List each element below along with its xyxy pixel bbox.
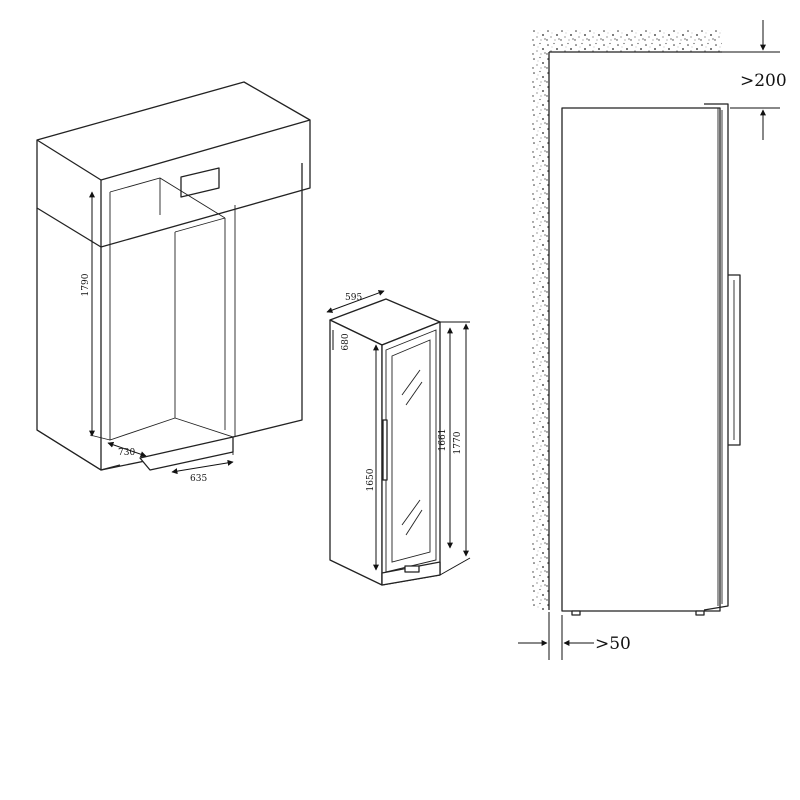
cabinet-height-dimension: 1770 bbox=[439, 321, 471, 576]
overhead-cabinet bbox=[36, 81, 311, 248]
cabinet-depth-dimension: 680 bbox=[332, 330, 351, 351]
door-height-label: 1661 bbox=[438, 429, 448, 452]
niche-depth-dimension: 730 bbox=[107, 441, 147, 458]
glass-door-frame bbox=[385, 329, 437, 573]
glass-height-dimension: 1650 bbox=[366, 344, 379, 571]
glass-panel bbox=[391, 339, 431, 563]
wall-clearance-label: >50 bbox=[595, 634, 631, 654]
cabinet-front bbox=[381, 321, 441, 586]
side-view-drawing: >200 >50 bbox=[518, 20, 787, 660]
door-handle bbox=[382, 419, 388, 481]
cabinet-side bbox=[329, 319, 383, 586]
cabinet-isometric-drawing: 595 680 1770 1661 1650 bbox=[326, 290, 471, 586]
wall-hatch bbox=[532, 30, 550, 610]
top-clearance-label: >200 bbox=[740, 71, 787, 91]
cabinet-depth-label: 680 bbox=[341, 333, 351, 350]
cabinet-height-label: 1770 bbox=[453, 431, 463, 454]
wall-clearance-dimension: >50 bbox=[518, 612, 631, 660]
niche-opening bbox=[109, 167, 226, 233]
niche-width-label: 635 bbox=[190, 474, 207, 484]
door-height-dimension: 1661 bbox=[438, 327, 453, 549]
niche-height-dimension: 1790 bbox=[81, 191, 95, 437]
cabinet-width-dimension: 595 bbox=[326, 290, 385, 313]
top-clearance-dimension: >200 bbox=[722, 20, 787, 140]
cabinet-width-label: 595 bbox=[345, 293, 362, 303]
niche-width-dimension: 635 bbox=[171, 459, 234, 484]
glass-reflection-marks bbox=[401, 369, 423, 536]
side-door-handle bbox=[728, 274, 741, 446]
ceiling-hatch bbox=[535, 30, 722, 53]
control-panel bbox=[404, 565, 420, 573]
foot-rear bbox=[571, 610, 581, 616]
side-cabinets bbox=[36, 163, 303, 471]
niche-height-label: 1790 bbox=[81, 273, 91, 296]
built-in-niche-drawing: 1790 730 635 bbox=[36, 81, 311, 484]
glass-height-label: 1650 bbox=[366, 468, 376, 491]
cabinet-side-profile bbox=[561, 103, 741, 616]
foot-front bbox=[695, 610, 705, 616]
niche-depth-label: 730 bbox=[118, 448, 135, 458]
